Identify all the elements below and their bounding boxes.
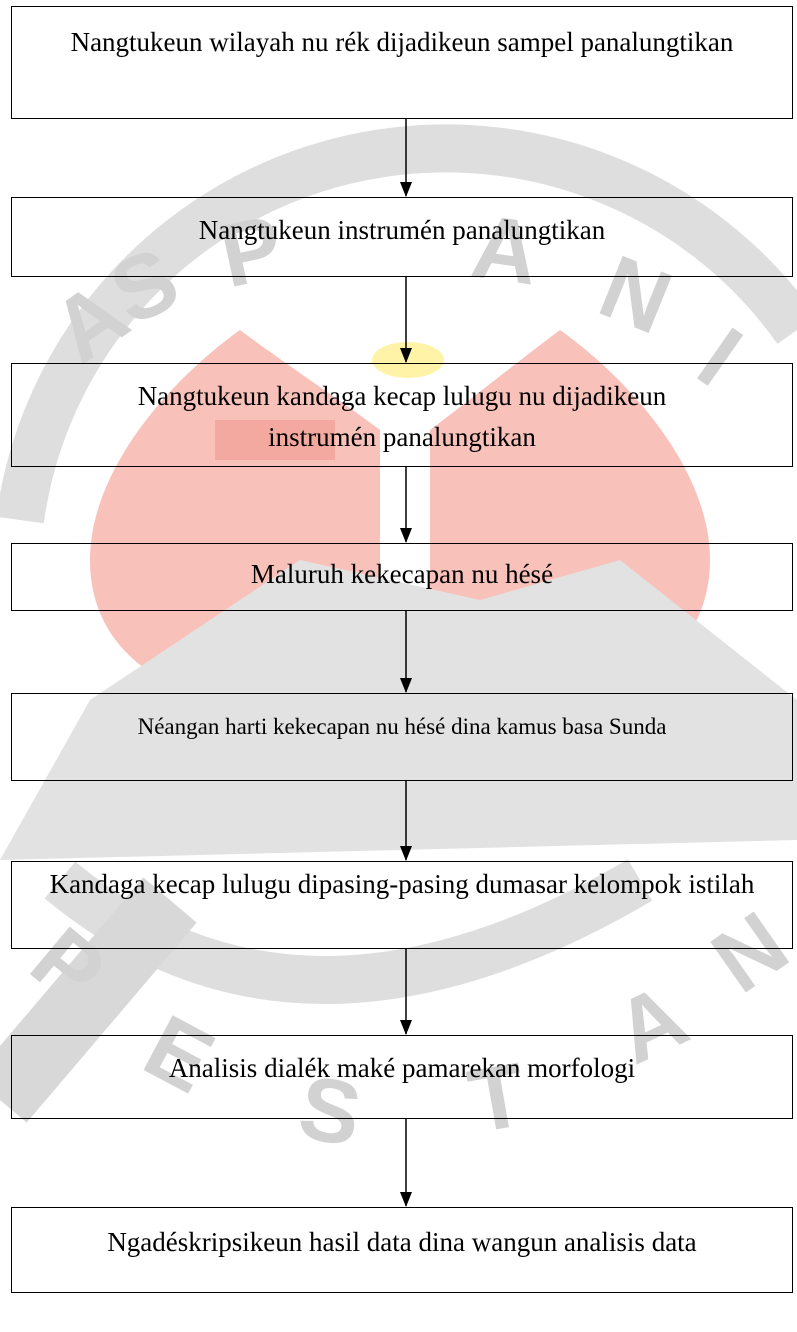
arrow-1 <box>400 118 412 197</box>
watermark-ring <box>0 124 797 1123</box>
step-2-text: Nangtukeun instrumén panalungtikan <box>198 215 606 245</box>
step-8-box: Ngadéskripsikeun hasil data dina wangun … <box>11 1207 793 1293</box>
step-1-box: Nangtukeun wilayah nu rék dijadikeun sam… <box>11 6 793 119</box>
watermark-emblem <box>0 330 797 860</box>
step-3-box: Nangtukeun kandaga kecap lulugu nu dijad… <box>11 363 793 467</box>
svg-text:A: A <box>466 197 544 305</box>
step-5-box: Néangan harti kekecapan nu hésé dina kam… <box>11 693 793 781</box>
step-5-text: Néangan harti kekecapan nu hésé dina kam… <box>137 714 667 739</box>
step-4-text: Maluruh kekecapan nu hésé <box>250 559 554 589</box>
arrow-5 <box>400 780 412 861</box>
step-3-text: Nangtukeun kandaga kecap lulugu nu dijad… <box>137 381 667 452</box>
step-2-box: Nangtukeun instrumén panalungtikan <box>11 197 793 277</box>
step-7-text: Analisis dialék maké pamarekan morfologi <box>168 1053 636 1083</box>
arrow-6 <box>400 948 412 1035</box>
step-7-box: Analisis dialék maké pamarekan morfologi <box>11 1035 793 1119</box>
step-8-text: Ngadéskripsikeun hasil data dina wangun … <box>107 1227 697 1257</box>
arrow-4 <box>400 610 412 693</box>
step-4-box: Maluruh kekecapan nu hésé <box>11 543 793 611</box>
step-1-text: Nangtukeun wilayah nu rék dijadikeun sam… <box>70 27 734 57</box>
step-6-box: Kandaga kecap lulugu dipasing-pasing dum… <box>11 861 793 949</box>
arrow-2 <box>400 276 412 363</box>
arrow-3 <box>400 466 412 543</box>
step-6-text: Kandaga kecap lulugu dipasing-pasing dum… <box>49 869 755 899</box>
arrow-7 <box>400 1118 412 1207</box>
